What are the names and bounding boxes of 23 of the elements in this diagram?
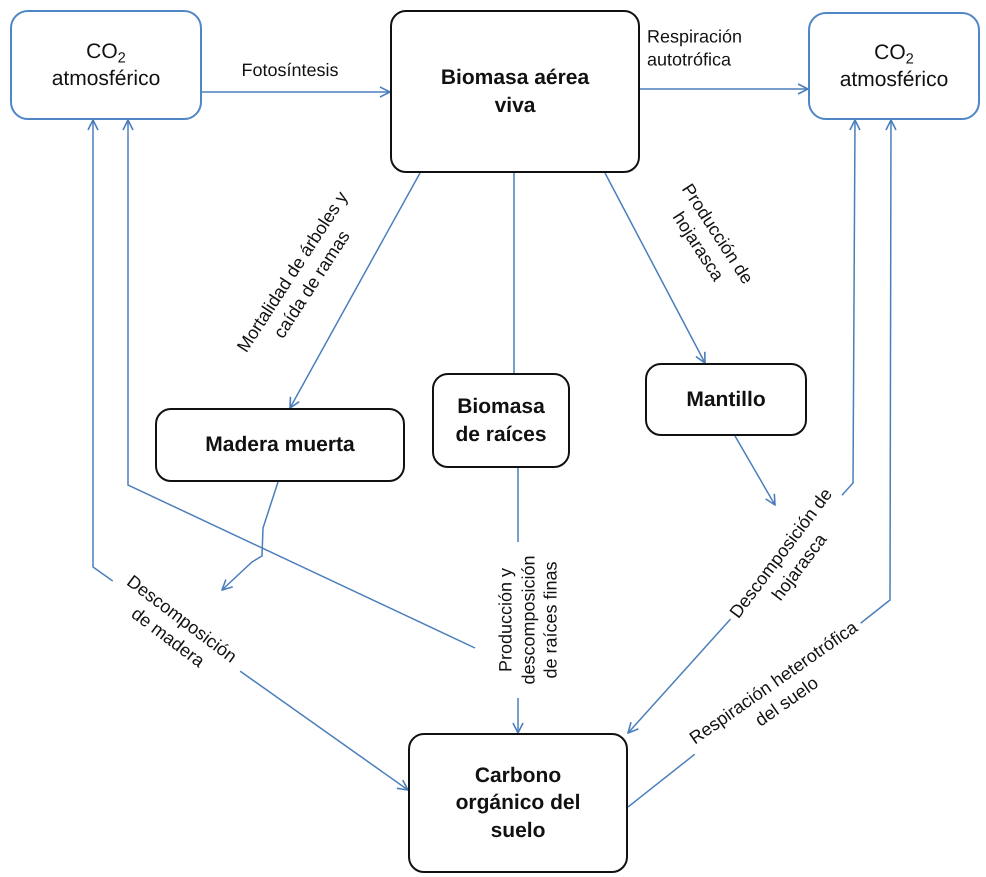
process-box <box>645 363 807 436</box>
box-label: Mantillo <box>686 386 766 413</box>
arrow <box>604 172 706 364</box>
box-label: CO$_{2}$ atmosférico <box>838 40 950 93</box>
process-box <box>390 10 640 173</box>
arrow <box>221 482 279 591</box>
process-box <box>808 12 980 120</box>
box-label: Madera muerta <box>205 432 355 458</box>
box-label: Biomasa de raíces <box>454 394 548 448</box>
arrow <box>122 119 476 649</box>
arrow <box>640 83 809 95</box>
box-label: Carbono orgánico del suelo <box>454 763 582 844</box>
arrow <box>289 172 421 409</box>
box-label: Biomasa aérea viva <box>440 65 590 118</box>
arrow <box>734 436 776 506</box>
process-box <box>155 408 405 482</box>
edge-label: Fotosíntesis <box>240 58 340 82</box>
process-box <box>408 733 628 873</box>
edge-label: Respiración autotrófica <box>646 26 744 70</box>
process-box <box>10 10 202 120</box>
box-label: CO$_{2}$ atmosférico <box>50 38 162 92</box>
arrow <box>202 86 391 98</box>
process-box <box>432 373 570 468</box>
